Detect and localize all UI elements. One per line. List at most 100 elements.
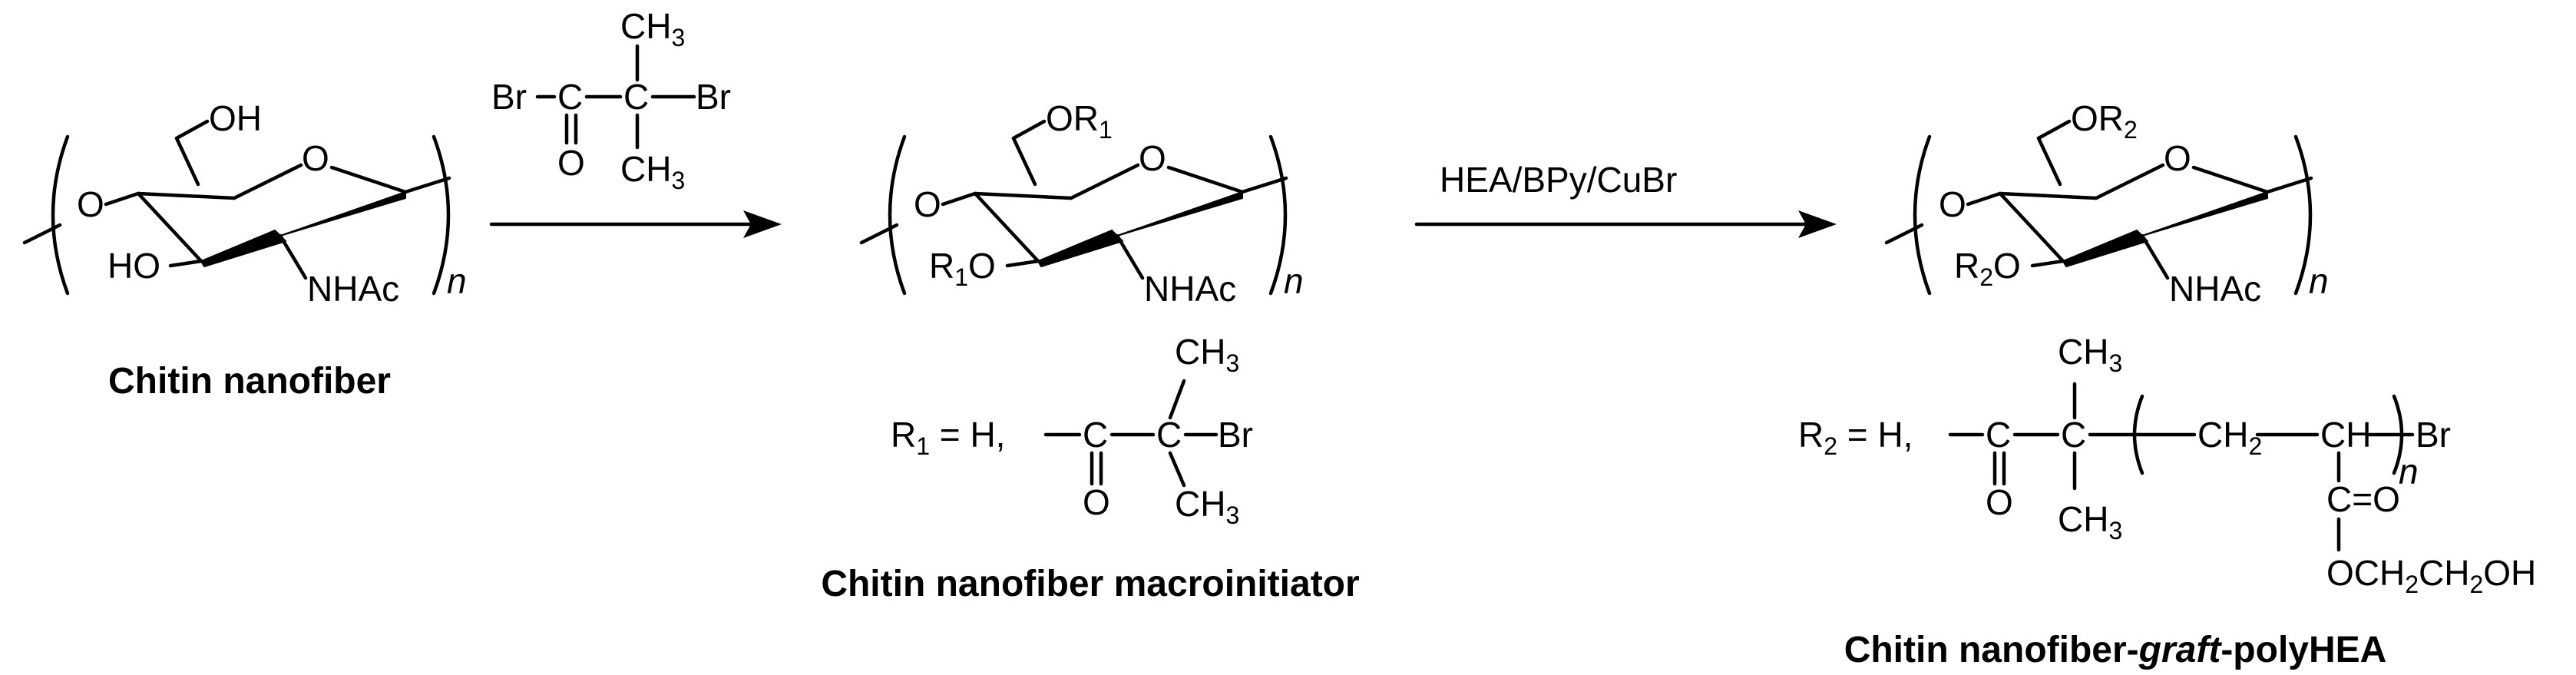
r1-carbonyl-carbon: C bbox=[1083, 415, 1108, 455]
right-terminal-bond bbox=[1240, 176, 1288, 194]
reagent1-bromine-acyl: Br bbox=[491, 77, 527, 117]
c3-o-bond bbox=[2030, 259, 2065, 268]
left-bracket bbox=[1913, 134, 1932, 296]
c5-ch2-bond bbox=[174, 136, 200, 187]
r1-methyl-bottom: CH3 bbox=[1175, 484, 1239, 529]
right-bracket bbox=[432, 134, 451, 296]
r2-methyl-bottom: CH3 bbox=[2058, 499, 2122, 544]
r2o-c3: R2O bbox=[1954, 246, 2021, 291]
c5-ch2-bond bbox=[2036, 136, 2062, 187]
ring-bond-c4-c3 bbox=[973, 191, 1040, 263]
r1-methyl-down-bond bbox=[1168, 451, 1186, 488]
c4-o-bond bbox=[1966, 191, 2002, 207]
r2-ester-carbon: C=O bbox=[2326, 479, 2400, 519]
ring-oxygen: O bbox=[302, 138, 329, 178]
ring-bond-o-c1 bbox=[329, 165, 408, 194]
r2-methine: CH bbox=[2320, 415, 2371, 455]
ring-bond-c4-c3 bbox=[136, 191, 203, 263]
ring-bond-o-c1 bbox=[2191, 165, 2270, 194]
ch2-o-bond bbox=[174, 119, 210, 141]
acetamido-group: NHAc bbox=[1144, 269, 1236, 309]
ring-bond-c2-c1-wedge bbox=[2141, 191, 2268, 237]
ring-bond-c3-c2-bold bbox=[2062, 230, 2148, 267]
ring-oxygen: O bbox=[2164, 138, 2191, 178]
reagent1-methyl-top: CH3 bbox=[620, 6, 685, 51]
ring-bond-c4-c5 bbox=[973, 191, 1073, 200]
r1o-c3: R1O bbox=[929, 246, 996, 291]
right-terminal-bond bbox=[2265, 176, 2313, 194]
r2-definition: R2 = H, C C O CH3 CH3 CH2 CH n Br C=O OC… bbox=[1798, 332, 2536, 598]
chitin-label: Chitin nanofiber bbox=[108, 361, 391, 402]
right-terminal-bond bbox=[403, 176, 451, 194]
ring-bond-c3-c2-bold bbox=[200, 230, 286, 267]
ring-bond-c2-c1-wedge bbox=[279, 191, 406, 237]
repeat-n: n bbox=[447, 261, 467, 301]
left-terminal-bond bbox=[859, 223, 899, 245]
ring-bond-c2-c1-wedge bbox=[1116, 191, 1243, 237]
acetamido-group: NHAc bbox=[2169, 269, 2261, 309]
graft-label: Chitin nanofiber-graft-polyHEA bbox=[1844, 630, 2387, 670]
c4-o-bond bbox=[104, 191, 141, 207]
c2-n-bond bbox=[2140, 233, 2170, 280]
right-bracket bbox=[2293, 134, 2313, 296]
reagent-1: Br C C Br O CH3 CH3 bbox=[491, 6, 731, 194]
r2-carbonyl-oxygen: O bbox=[1986, 482, 2013, 522]
glycosidic-oxygen: O bbox=[914, 184, 941, 224]
r1-quaternary-carbon: C bbox=[1156, 415, 1182, 455]
r2-methyl-top: CH3 bbox=[2058, 332, 2122, 377]
reagent-2: HEA/BPy/CuBr bbox=[1440, 160, 1677, 200]
macroinitiator-structure: O O OR1 R1O NHAc n R1 = H, C C Br O bbox=[821, 98, 1359, 604]
glycosidic-oxygen: O bbox=[77, 184, 104, 224]
reagent1-methyl-bottom: CH3 bbox=[620, 149, 685, 194]
r2-terminal-bromine: Br bbox=[2416, 415, 2451, 455]
acetamido-group: NHAc bbox=[307, 269, 399, 309]
r1-methyl-top: CH3 bbox=[1175, 332, 1239, 377]
ring-bond-c4-c5 bbox=[1998, 191, 2098, 200]
r1-carbonyl-oxygen: O bbox=[1083, 482, 1110, 522]
ch2-o-bond bbox=[2036, 119, 2072, 141]
r1-symbol: R1 = H, bbox=[891, 415, 1005, 460]
polymer-repeat-n: n bbox=[2399, 452, 2419, 491]
c5-ch2-bond bbox=[1011, 136, 1037, 187]
ring-oxygen: O bbox=[1139, 138, 1166, 178]
c4-o-bond bbox=[941, 191, 977, 207]
ch2-o-bond bbox=[1011, 119, 1047, 141]
r2-methylene: CH2 bbox=[2197, 415, 2262, 460]
ring-bond-c4-c5 bbox=[136, 191, 236, 200]
ring-bond-o-c1 bbox=[1166, 165, 1245, 194]
c3-o-bond bbox=[168, 259, 203, 268]
repeat-n: n bbox=[1284, 261, 1304, 301]
reaction-arrow-1 bbox=[489, 210, 782, 238]
r1-methyl-up-bond bbox=[1168, 379, 1186, 420]
ring-bond-c4-c3 bbox=[1998, 191, 2065, 263]
reagent1-quaternary-carbon: C bbox=[623, 77, 649, 117]
c2-n-bond bbox=[1115, 233, 1145, 280]
r2-symbol: R2 = H, bbox=[1798, 415, 1913, 460]
ring-bond-c5-o bbox=[232, 163, 303, 200]
c2-n-bond bbox=[278, 233, 308, 280]
r2-carbonyl-carbon: C bbox=[1986, 415, 2011, 455]
hydroxyl-c6: OH bbox=[209, 98, 262, 138]
or1-c6: OR1 bbox=[1046, 98, 1113, 144]
ring-bond-c5-o bbox=[1069, 163, 1140, 200]
chitin-structure: O O OH HO NHAc n Chitin nanofiber bbox=[22, 98, 467, 402]
r2-hydroxyethyl-tail: OCH2CH2OH bbox=[2326, 553, 2536, 598]
left-bracket bbox=[888, 134, 907, 296]
ring-bond-c3-c2-bold bbox=[1037, 230, 1123, 267]
left-terminal-bond bbox=[1884, 223, 1924, 245]
graft-structure: O O OR2 R2O NHAc n bbox=[1884, 98, 2329, 309]
macroinitiator-label: Chitin nanofiber macroinitiator bbox=[821, 564, 1359, 604]
reagent1-carbonyl-oxygen: O bbox=[557, 143, 585, 183]
right-bracket bbox=[1268, 134, 1288, 296]
or2-c6: OR2 bbox=[2071, 98, 2138, 144]
reaction-arrow-2 bbox=[1414, 210, 1837, 238]
repeat-n: n bbox=[2309, 261, 2329, 301]
reagent1-carbonyl-carbon: C bbox=[557, 77, 583, 117]
glycosidic-oxygen: O bbox=[1939, 184, 1966, 224]
r2-quaternary-carbon: C bbox=[2061, 415, 2086, 455]
reagent1-bromine-alkyl: Br bbox=[696, 77, 731, 117]
ring-bond-c5-o bbox=[2094, 163, 2165, 200]
left-terminal-bond bbox=[22, 223, 62, 245]
c3-o-bond bbox=[1005, 259, 1040, 268]
